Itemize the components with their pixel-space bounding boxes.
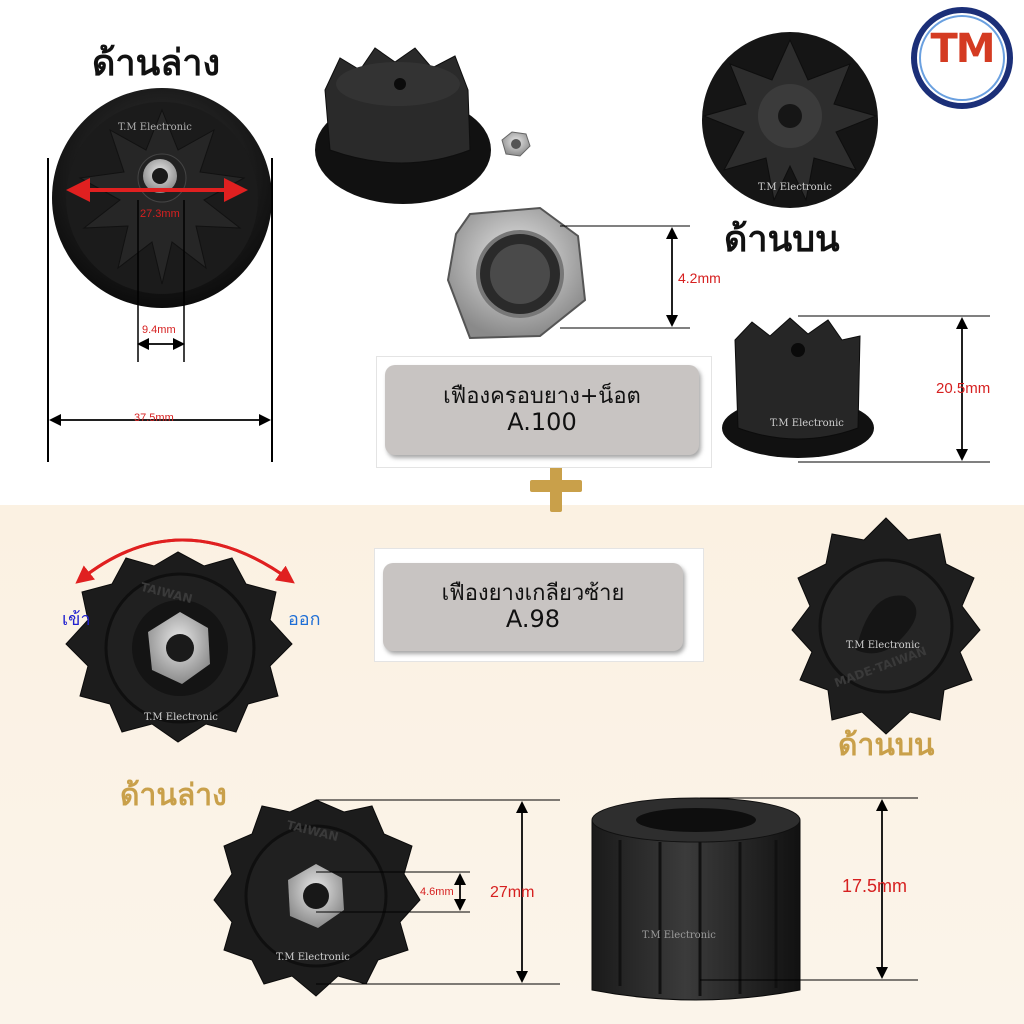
- a98-label-card: เฟืองยางเกลียวซ้าย A.98: [374, 548, 704, 662]
- watermark-bottom-center: T.M Electronic: [276, 952, 350, 963]
- a98-product-code: A.98: [505, 604, 561, 633]
- dim-hole: 9.4mm: [142, 324, 176, 336]
- a98-bottom-closeup: [213, 799, 560, 997]
- dim-nut-bottom: 4.6mm: [420, 886, 454, 898]
- dim-outer: 37.5mm: [134, 412, 174, 424]
- plus-sign-graphic: [530, 460, 582, 512]
- dim-height-top: 20.5mm: [936, 380, 991, 397]
- watermark-side: T.M Electronic: [770, 418, 844, 429]
- bottom-top-side-label: ด้านบน: [838, 728, 935, 763]
- a98-product-name: เฟืองยางเกลียวซ้าย: [441, 580, 625, 606]
- a98-side-view: [591, 797, 918, 1001]
- a100-bottom-view: [47, 88, 273, 462]
- watermark-cylinder: T.M Electronic: [642, 930, 716, 941]
- top-bottom-side-label: ด้านล่าง: [92, 43, 221, 84]
- a100-side-view: [722, 315, 990, 463]
- watermark-top-right: T.M Electronic: [758, 182, 832, 193]
- dim-height-bottom: 17.5mm: [842, 876, 908, 896]
- a98-bottom-view: [65, 538, 295, 743]
- top-top-side-label: ด้านบน: [724, 219, 840, 260]
- watermark-bottom-right: T.M Electronic: [846, 640, 920, 651]
- tm-logo: [911, 7, 1013, 109]
- watermark-bottom-left: T.M Electronic: [144, 712, 218, 723]
- dim-diameter-bottom: 27mm: [490, 884, 535, 901]
- dim-nut-top: 4.2mm: [678, 270, 721, 286]
- a100-nut-closeup: [446, 206, 690, 340]
- a100-product-name: เฟืองครอบยาง+น็อต: [443, 383, 641, 409]
- a100-label-card: เฟืองครอบยาง+น็อต A.100: [376, 356, 712, 468]
- plus-sign: +: [546, 468, 547, 469]
- a98-top-view: [791, 517, 981, 735]
- a100-top-view: [702, 32, 878, 208]
- bottom-bottom-side-label: ด้านล่าง: [120, 778, 227, 813]
- dim-inner: 27.3mm: [140, 208, 180, 220]
- logo-text: TM: [930, 26, 995, 72]
- a100-perspective: [315, 47, 531, 204]
- rotate-in-label: เข้า: [62, 609, 91, 630]
- rotate-out-label: ออก: [288, 609, 321, 630]
- a100-product-code: A.100: [507, 407, 577, 436]
- watermark-top-left: T.M Electronic: [118, 122, 192, 133]
